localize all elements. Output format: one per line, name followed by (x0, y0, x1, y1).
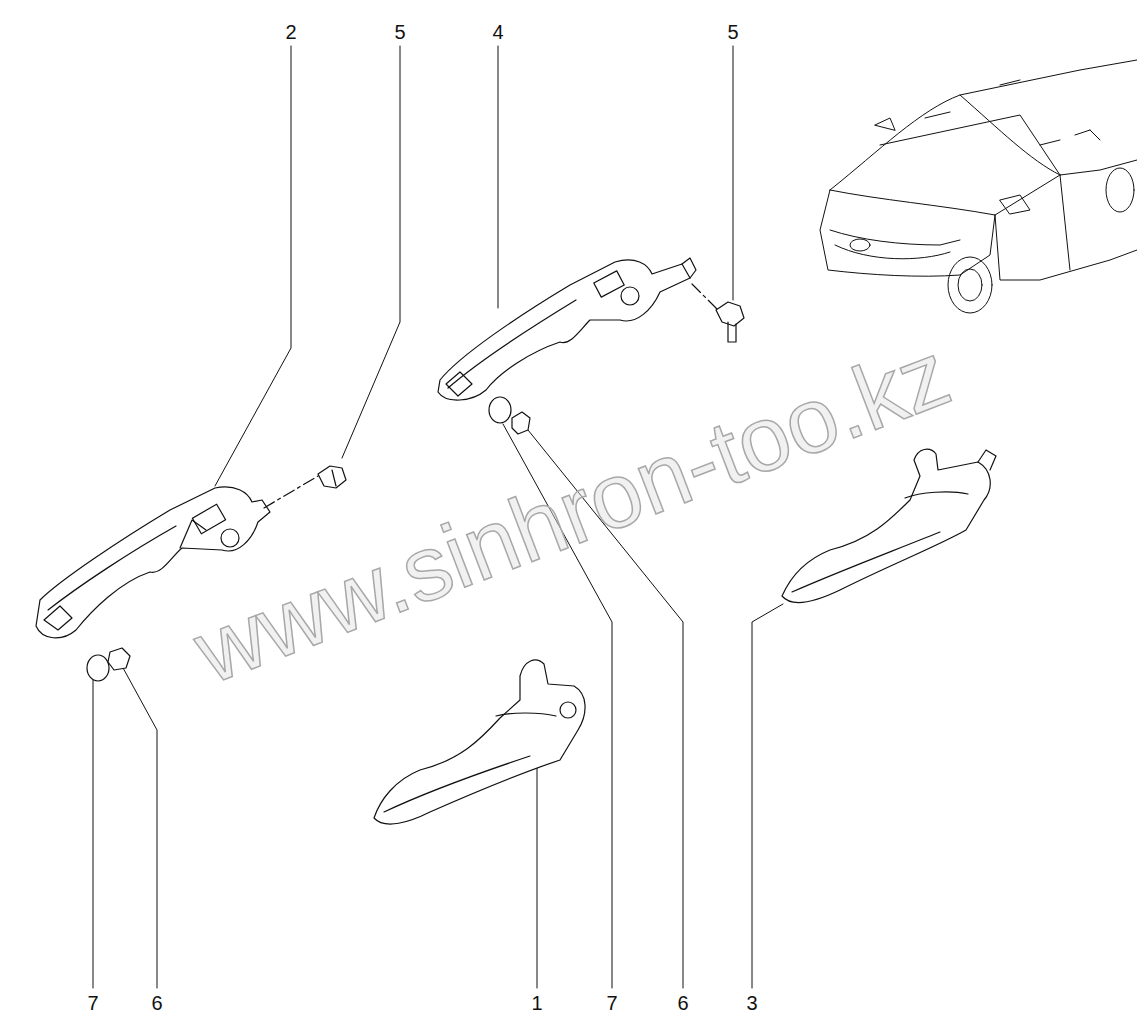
callout-number: 4 (492, 22, 503, 42)
callout-number: 2 (285, 22, 296, 42)
screw (716, 302, 744, 342)
watermark: www.sinhron-too.kz (183, 326, 961, 698)
callout-number: 3 (746, 993, 757, 1013)
callout-number: 6 (151, 993, 162, 1013)
screw (318, 466, 346, 488)
nut (512, 412, 530, 434)
callout-number: 5 (727, 22, 738, 42)
washer (489, 397, 511, 423)
car-sketch (820, 60, 1137, 313)
door-handle (438, 258, 718, 400)
callout-number: 5 (394, 22, 405, 42)
callout-number: 1 (531, 993, 542, 1013)
callout-number: 6 (677, 993, 688, 1013)
callout-number: 7 (606, 993, 617, 1013)
callout-number: 7 (87, 993, 98, 1013)
door-handle (782, 449, 996, 602)
door-handle (374, 660, 585, 824)
nut (108, 648, 130, 670)
washer (87, 655, 109, 681)
